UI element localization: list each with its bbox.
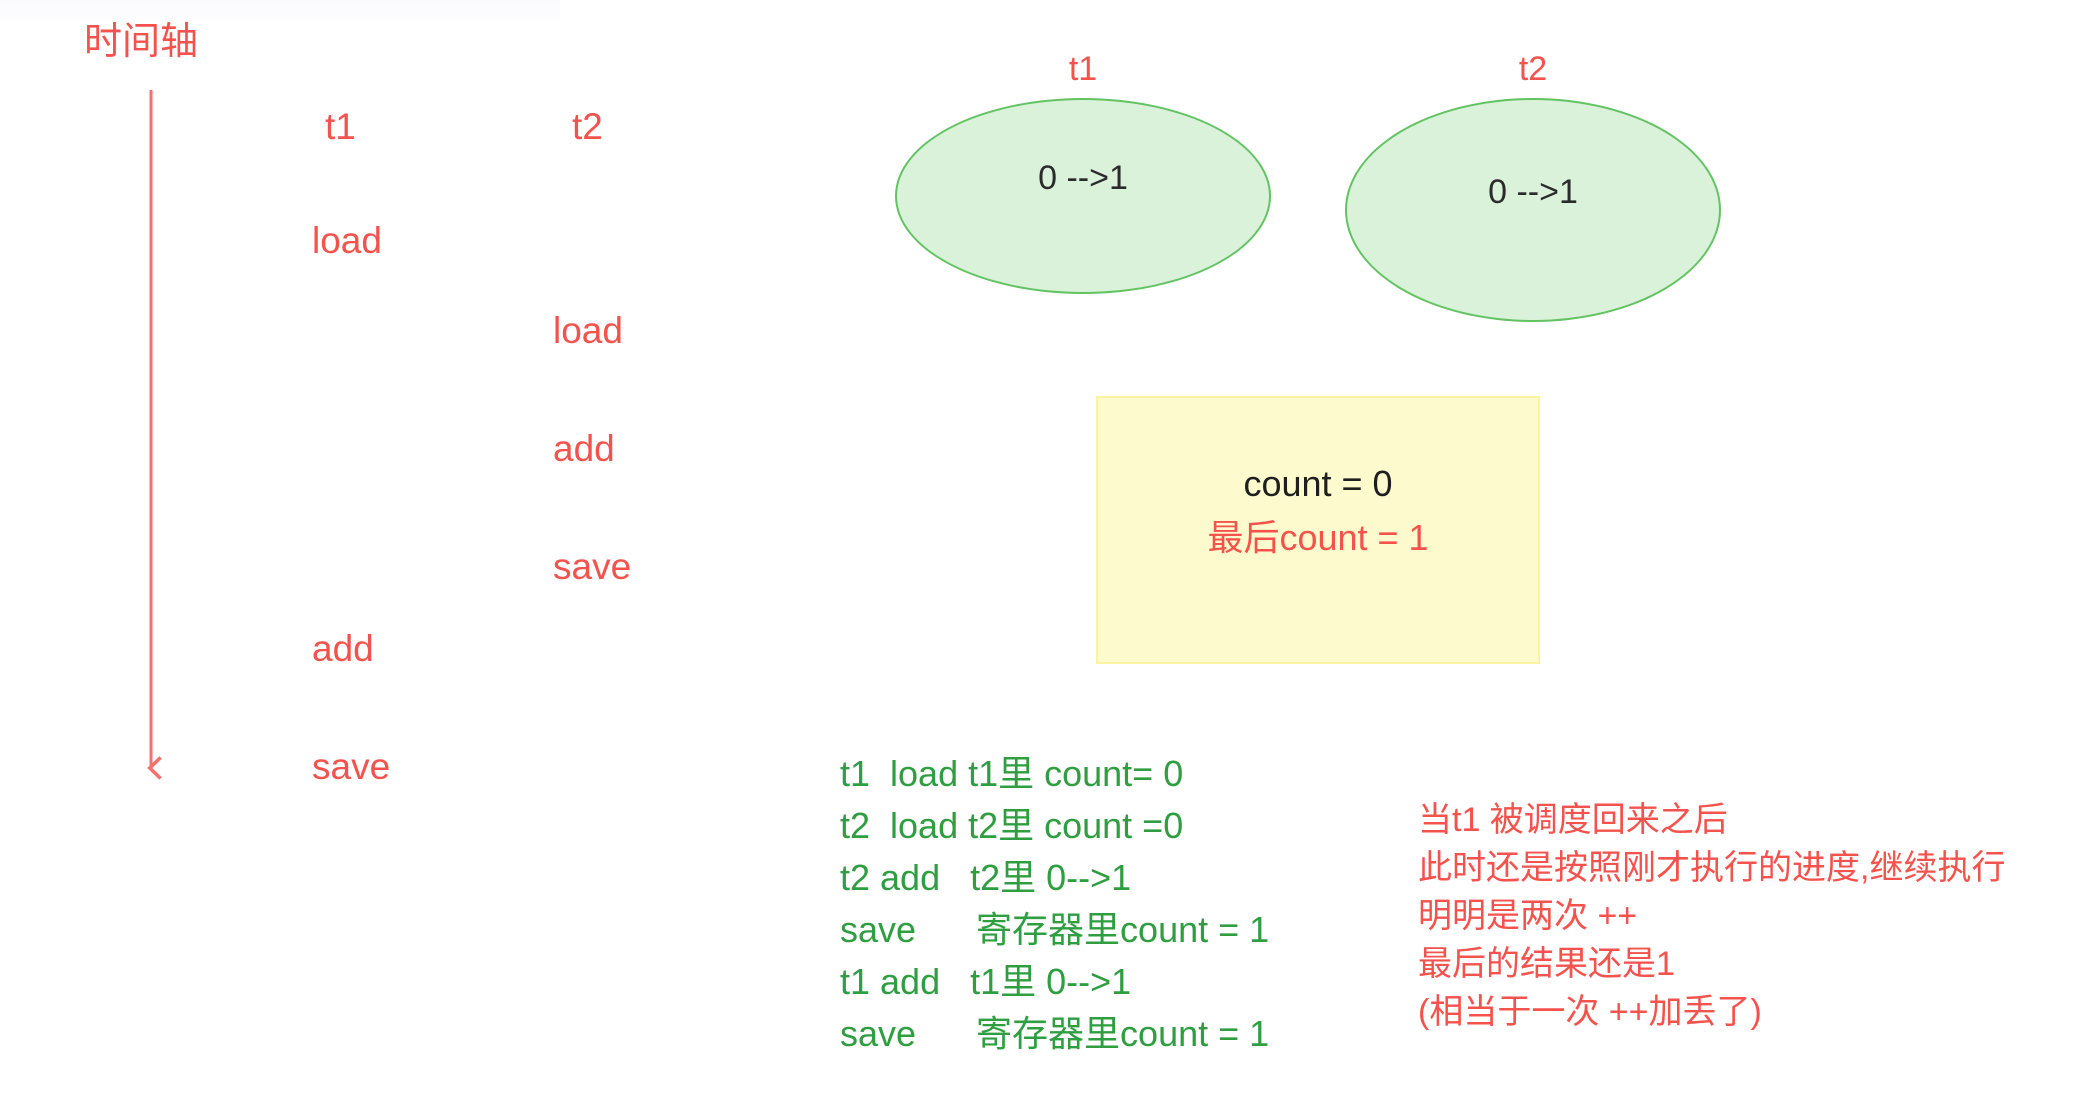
explanation-line: 最后的结果还是1 — [1418, 945, 1675, 983]
schedule-column-header-t1: t1 — [325, 106, 356, 147]
trace-line: t2 add t2里 0-->1 — [840, 857, 1132, 898]
explanation-line: 当t1 被调度回来之后 — [1418, 801, 1728, 839]
register-ellipse-shape-t2: 0 -->1 — [1345, 98, 1721, 322]
execution-trace-log: t1 load t1里 count= 0 t2 load t2里 count =… — [840, 748, 1269, 1060]
trace-line: t2 load t2里 count =0 — [840, 805, 1184, 846]
trace-line: t1 add t1里 0-->1 — [840, 961, 1132, 1002]
timeline-axis-arrow — [120, 88, 182, 788]
count-initial-value: count = 0 — [1243, 463, 1393, 504]
register-ellipse-title-t2: t2 — [1518, 50, 1548, 88]
top-edge-artifact — [0, 0, 560, 22]
register-ellipse-value-t1: 0 -->1 — [1038, 159, 1128, 197]
schedule-step-t2-load: load — [553, 310, 623, 351]
register-ellipse-value-t2: 0 -->1 — [1488, 173, 1578, 211]
explanation-block: 当t1 被调度回来之后 此时还是按照刚才执行的进度,继续执行 明明是两次 ++ … — [1418, 796, 2005, 1036]
schedule-step-t1-add: add — [312, 628, 374, 669]
trace-line: t1 load t1里 count= 0 — [840, 753, 1184, 794]
explanation-line: (相当于一次 ++加丢了) — [1418, 993, 1762, 1031]
register-ellipse-t1: t1 0 -->1 — [895, 52, 1271, 294]
register-ellipse-title-t1: t1 — [1068, 50, 1098, 88]
count-final-value: 最后count = 1 — [1207, 517, 1429, 558]
register-ellipse-t2: t2 0 -->1 — [1345, 52, 1721, 322]
schedule-step-t2-save: save — [553, 546, 632, 587]
trace-line: save 寄存器里count = 1 — [840, 909, 1270, 950]
timeline-label: 时间轴 — [84, 21, 199, 63]
explanation-line: 此时还是按照刚才执行的进度,继续执行 — [1418, 849, 2006, 887]
register-ellipse-shape-t1: 0 -->1 — [895, 98, 1271, 294]
schedule-column-header-t2: t2 — [572, 106, 603, 147]
count-note-box: count = 0 最后count = 1 — [1096, 396, 1540, 664]
explanation-line: 明明是两次 ++ — [1418, 897, 1638, 935]
schedule-step-t1-save: save — [312, 746, 391, 787]
trace-line: save 寄存器里count = 1 — [840, 1013, 1270, 1054]
schedule-step-t1-load: load — [312, 220, 382, 261]
schedule-step-t2-add: add — [553, 428, 615, 469]
